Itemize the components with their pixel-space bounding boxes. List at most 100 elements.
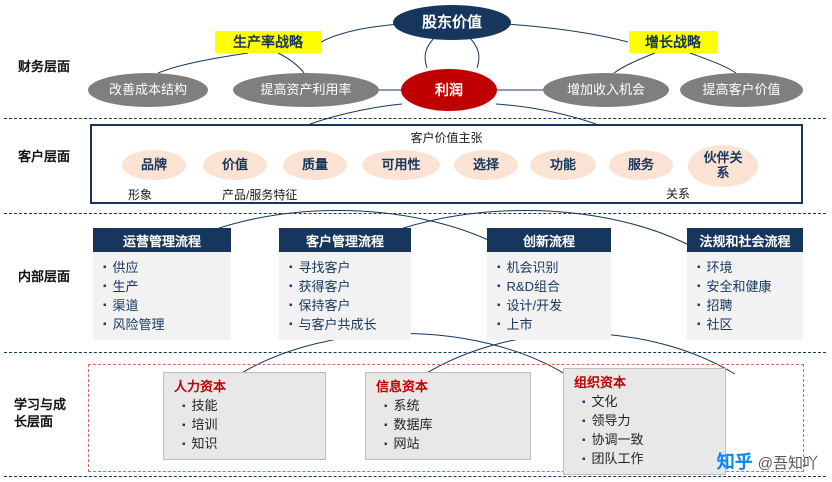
growth-strategy-label: 增长战略 bbox=[629, 31, 717, 53]
caption-product-service-attributes: 产品/服务特征 bbox=[222, 188, 298, 202]
process-item-label: 招聘 bbox=[706, 298, 733, 313]
process-title: 法规和社会流程 bbox=[687, 228, 803, 252]
bullet-icon: ▪ bbox=[182, 439, 186, 450]
list-item: ▪ 上市 bbox=[497, 315, 605, 334]
process-title: 客户管理流程 bbox=[279, 228, 411, 252]
bullet-icon: ▪ bbox=[582, 397, 586, 408]
attr-value: 价值 bbox=[203, 150, 267, 180]
process-title: 创新流程 bbox=[487, 228, 611, 252]
node-increase-asset-utilization: 提高资产利用率 bbox=[233, 73, 379, 107]
list-item: ▪ 网站 bbox=[384, 435, 522, 454]
process-item-label: 环境 bbox=[706, 260, 733, 275]
process-item-label: 风险管理 bbox=[112, 317, 165, 332]
bullet-icon: ▪ bbox=[289, 281, 293, 292]
zhihu-logo: 知乎 bbox=[716, 452, 753, 472]
list-item: ▪培训 bbox=[182, 416, 317, 435]
bullet-icon: ▪ bbox=[582, 454, 586, 465]
list-item: ▪ 数据库 bbox=[384, 416, 522, 435]
caption-image: 形象 bbox=[128, 188, 153, 202]
process-regulatory-social: 法规和社会流程 ▪ 环境 ▪安全和健康 ▪ 招聘 ▪社区 bbox=[687, 228, 803, 340]
attr-selection: 选择 bbox=[454, 150, 518, 180]
list-item: ▪保持客户 bbox=[289, 296, 405, 315]
bullet-icon: ▪ bbox=[497, 319, 501, 330]
watermark: 知乎 @吾知吖 bbox=[717, 448, 818, 474]
attr-brand: 品牌 bbox=[122, 150, 186, 180]
bullet-icon: ▪ bbox=[384, 401, 388, 412]
list-item: ▪ 生产 bbox=[103, 277, 225, 296]
capital-item-label: 团队工作 bbox=[591, 451, 644, 466]
process-item-label: R&D组合 bbox=[506, 279, 560, 294]
list-item: ▪机会识别 bbox=[497, 258, 605, 277]
process-item-label: 安全和健康 bbox=[706, 279, 772, 294]
process-item-label: 渠道 bbox=[112, 298, 139, 313]
list-item: ▪ 团队工作 bbox=[582, 450, 717, 469]
attr-functionality: 功能 bbox=[530, 150, 596, 180]
list-item: ▪ 招聘 bbox=[697, 296, 797, 315]
capital-title: 人力资本 bbox=[174, 379, 227, 394]
list-item: ▪社区 bbox=[697, 315, 797, 334]
process-item-label: 社区 bbox=[706, 317, 733, 332]
list-item: ▪ 设计/开发 bbox=[497, 296, 605, 315]
process-item-label: 供应 bbox=[112, 260, 139, 275]
customer-value-title: 客户价值主张 bbox=[410, 131, 483, 145]
list-item: ▪ 渠道 bbox=[103, 296, 225, 315]
node-enhance-customer-value: 提高客户价值 bbox=[680, 73, 803, 107]
process-item-list: ▪ 环境 ▪安全和健康 ▪ 招聘 ▪社区 bbox=[687, 252, 803, 340]
list-item: ▪ 风险管理 bbox=[103, 315, 225, 334]
bullet-icon: ▪ bbox=[182, 401, 186, 412]
process-item-list: ▪ 供应 ▪ 生产 ▪ 渠道 ▪ 风险管理 bbox=[93, 252, 231, 340]
perspective-internal: 内部层面 bbox=[18, 269, 71, 284]
capital-item-label: 数据库 bbox=[393, 417, 433, 432]
bullet-icon: ▪ bbox=[697, 262, 701, 273]
capital-title: 组织资本 bbox=[574, 375, 627, 390]
shareholder-value-node: 股东价值 bbox=[393, 5, 511, 40]
process-innovation: 创新流程 ▪机会识别 ▪ R&D组合 ▪ 设计/开发 ▪ 上市 bbox=[487, 228, 611, 340]
list-item: ▪ 获得客户 bbox=[289, 277, 405, 296]
attr-quality: 质量 bbox=[283, 150, 347, 180]
process-item-label: 设计/开发 bbox=[506, 298, 563, 313]
process-item-label: 获得客户 bbox=[298, 279, 351, 294]
separator-bottom bbox=[4, 476, 826, 477]
capital-item-label: 文化 bbox=[591, 394, 618, 409]
attr-availability: 可用性 bbox=[362, 150, 440, 180]
bullet-icon: ▪ bbox=[384, 420, 388, 431]
process-item-label: 上市 bbox=[506, 317, 533, 332]
process-item-label: 生产 bbox=[112, 279, 139, 294]
process-item-label: 寻找客户 bbox=[298, 260, 351, 275]
list-item: ▪安全和健康 bbox=[697, 277, 797, 296]
list-item: ▪ 寻找客户 bbox=[289, 258, 405, 277]
process-item-list: ▪ 寻找客户 ▪ 获得客户 ▪保持客户 ▪与客户共成长 bbox=[279, 252, 411, 340]
process-item-label: 与客户共成长 bbox=[298, 317, 377, 332]
separator-customer bbox=[4, 213, 826, 214]
capital-item-label: 技能 bbox=[191, 398, 218, 413]
bullet-icon: ▪ bbox=[103, 281, 107, 292]
node-profit: 利润 bbox=[401, 69, 497, 111]
bullet-icon: ▪ bbox=[697, 300, 701, 311]
node-improve-cost-structure: 改善成本结构 bbox=[88, 73, 208, 107]
capital-item-label: 协调一致 bbox=[591, 432, 644, 447]
bullet-icon: ▪ bbox=[384, 439, 388, 450]
capital-item-label: 系统 bbox=[393, 398, 420, 413]
capital-item-label: 网站 bbox=[393, 436, 420, 451]
bullet-icon: ▪ bbox=[289, 262, 293, 273]
bullet-icon: ▪ bbox=[497, 262, 501, 273]
productivity-strategy-label: 生产率战略 bbox=[215, 31, 321, 53]
bullet-icon: ▪ bbox=[497, 300, 501, 311]
list-item: ▪ 技能 bbox=[182, 397, 317, 416]
bullet-icon: ▪ bbox=[582, 435, 586, 446]
bullet-icon: ▪ bbox=[103, 300, 107, 311]
list-item: ▪知识 bbox=[182, 435, 317, 454]
list-item: ▪ 环境 bbox=[697, 258, 797, 277]
node-increase-revenue-opportunity: 增加收入机会 bbox=[543, 73, 669, 107]
capital-information: 信息资本 ▪系统 ▪数据库 ▪网站 bbox=[365, 372, 531, 460]
attr-partnership: 伙伴关系 bbox=[688, 145, 758, 187]
watermark-handle: @吾知吖 bbox=[757, 455, 818, 472]
bullet-icon: ▪ bbox=[497, 281, 501, 292]
attr-service: 服务 bbox=[609, 150, 673, 180]
bullet-icon: ▪ bbox=[182, 420, 186, 431]
caption-relationship: 关系 bbox=[666, 187, 691, 201]
bullet-icon: ▪ bbox=[103, 319, 107, 330]
list-item: ▪与客户共成长 bbox=[289, 315, 405, 334]
list-item: ▪领导力 bbox=[582, 412, 717, 431]
